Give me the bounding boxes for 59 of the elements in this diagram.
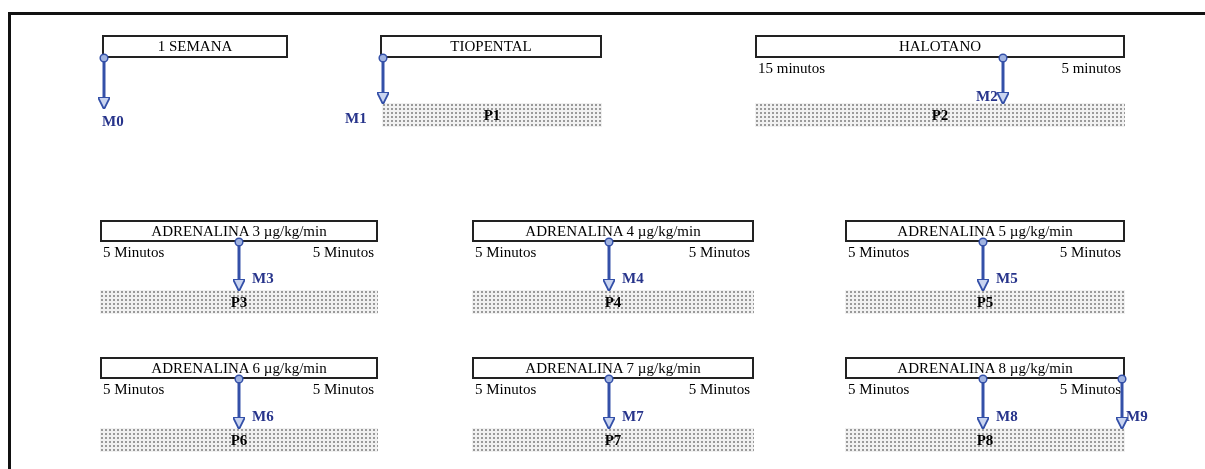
duration-label: 5 Minutos	[1059, 244, 1121, 260]
arrow	[232, 237, 246, 293]
period-band	[472, 428, 754, 452]
duration-label: 5 Minutos	[103, 244, 165, 260]
duration-label: 5 Minutos	[312, 381, 374, 397]
period-label: P7	[604, 432, 622, 448]
duration-label: 5 Minutos	[475, 244, 537, 260]
phase-bar: ADRENALINA 4 µg/kg/min	[472, 220, 754, 242]
period-band	[472, 290, 754, 314]
phase-bar: TIOPENTAL	[380, 35, 602, 58]
duration-label: 5 minutos	[1061, 60, 1121, 76]
phase-bar: 1 SEMANA	[102, 35, 288, 58]
period-band	[845, 428, 1125, 452]
edge-label: M8	[996, 408, 1018, 424]
arrow	[232, 374, 246, 431]
edge-label: M4	[622, 270, 644, 286]
arrow	[996, 53, 1010, 106]
edge-label: M2	[976, 88, 998, 104]
duration-label: 5 Minutos	[688, 244, 750, 260]
phase-bar: ADRENALINA 5 µg/kg/min	[845, 220, 1125, 242]
arrow	[1115, 374, 1129, 431]
arrow	[976, 374, 990, 431]
duration-label: 5 Minutos	[1059, 381, 1121, 397]
edge-label: M0	[102, 113, 124, 129]
period-label: P4	[604, 294, 622, 310]
arrow	[602, 237, 616, 293]
period-label: P8	[976, 432, 994, 448]
phase-bar: ADRENALINA 3 µg/kg/min	[100, 220, 378, 242]
period-label: P6	[230, 432, 248, 448]
period-label: P5	[976, 294, 994, 310]
duration-label: 5 Minutos	[688, 381, 750, 397]
period-label: P2	[931, 107, 949, 123]
period-label: P3	[230, 294, 248, 310]
duration-label: 5 Minutos	[475, 381, 537, 397]
duration-label: 5 Minutos	[103, 381, 165, 397]
phase-bar: ADRENALINA 7 µg/kg/min	[472, 357, 754, 379]
phase-bar: ADRENALINA 8 µg/kg/min	[845, 357, 1125, 379]
duration-label: 5 Minutos	[848, 381, 910, 397]
edge-label: M7	[622, 408, 644, 424]
arrow	[602, 374, 616, 431]
edge-label: M1	[345, 110, 367, 126]
edge-label: M9	[1126, 408, 1148, 424]
period-band	[845, 290, 1125, 314]
phase-bar: HALOTANO	[755, 35, 1125, 58]
edge-label: M5	[996, 270, 1018, 286]
period-band	[100, 290, 378, 314]
edge-label: M6	[252, 408, 274, 424]
arrow	[976, 237, 990, 293]
arrow	[376, 53, 390, 106]
phase-bar: ADRENALINA 6 µg/kg/min	[100, 357, 378, 379]
period-band	[100, 428, 378, 452]
arrow	[97, 53, 111, 111]
duration-label: 15 minutos	[758, 60, 826, 76]
duration-label: 5 Minutos	[848, 244, 910, 260]
period-label: P1	[483, 107, 501, 123]
duration-label: 5 Minutos	[312, 244, 374, 260]
period-band	[382, 103, 602, 127]
edge-label: M3	[252, 270, 274, 286]
period-band	[755, 103, 1125, 127]
